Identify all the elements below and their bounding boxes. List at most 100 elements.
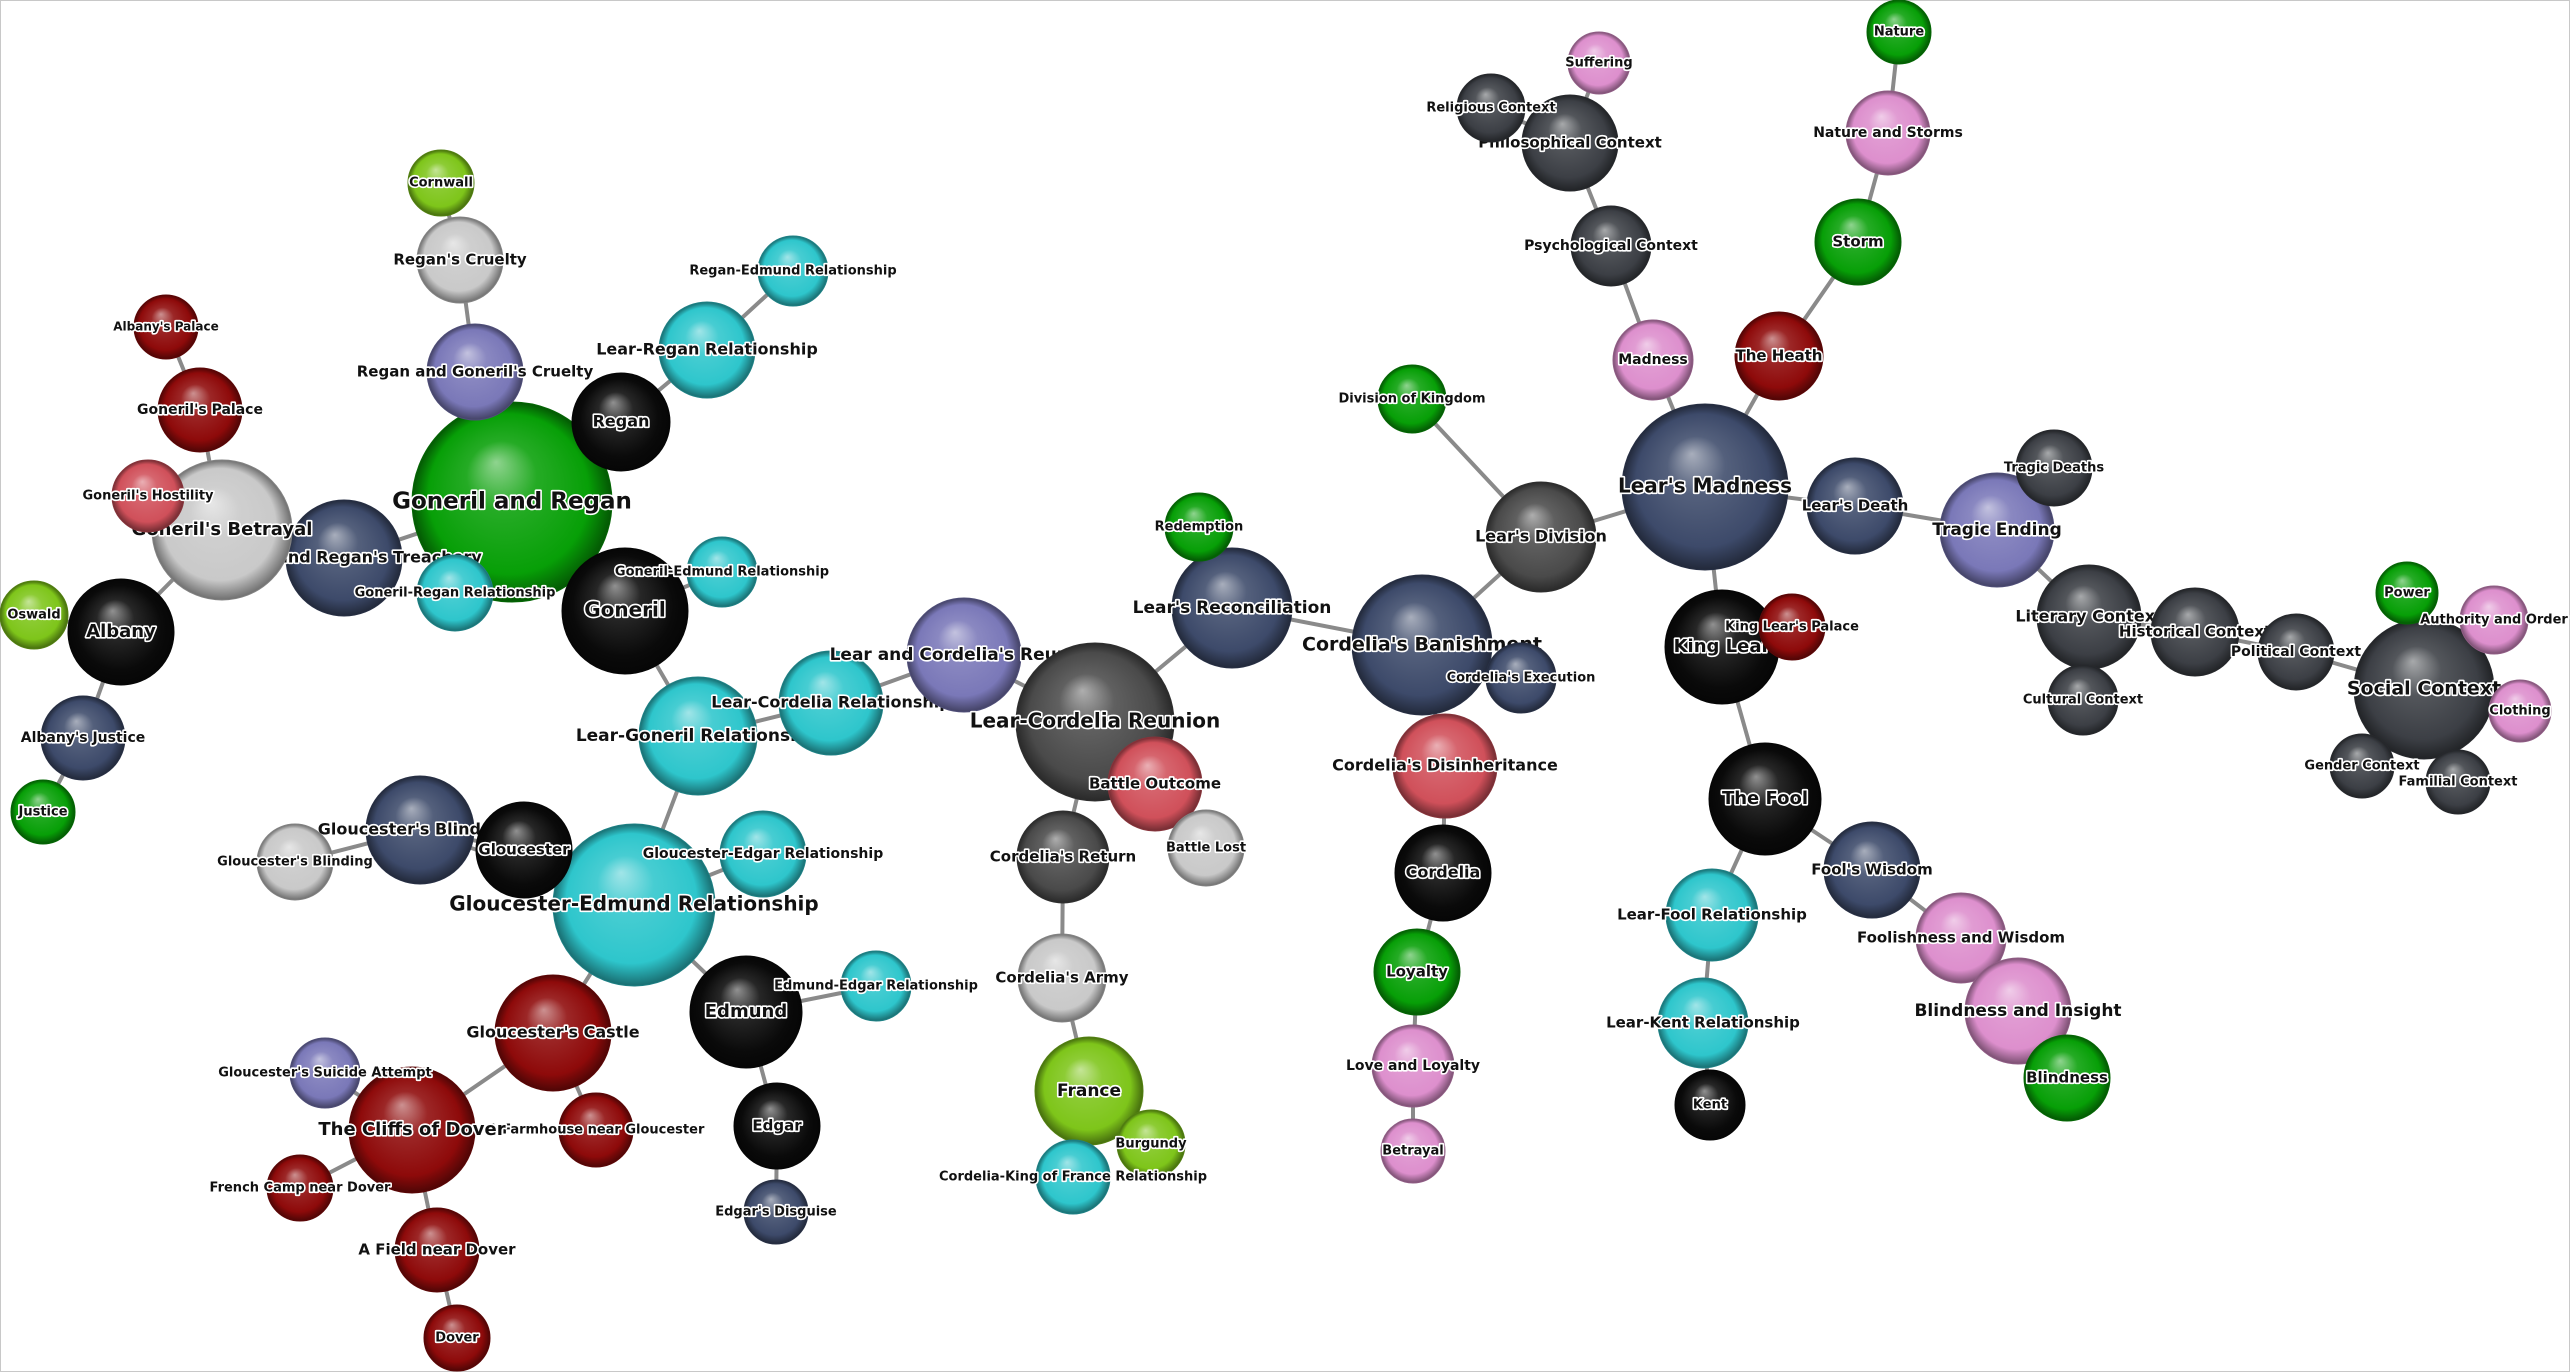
- node-bubble[interactable]: [111, 459, 185, 533]
- node-bubble[interactable]: [552, 823, 716, 987]
- node-cordelias-army[interactable]: Cordelia's Army: [994, 933, 1130, 1023]
- node-tragic-deaths[interactable]: Tragic Deaths: [2002, 429, 2106, 507]
- node-bubble[interactable]: [1035, 1139, 1111, 1215]
- node-gloucesters-blindness[interactable]: Gloucester's Blindness: [316, 775, 524, 885]
- node-gloucesters-blinding[interactable]: Gloucester's Blinding: [216, 823, 374, 901]
- node-bubble[interactable]: [1107, 736, 1203, 832]
- node-albanys-palace[interactable]: Albany's Palace: [112, 294, 220, 360]
- node-edmund-edgar-rel[interactable]: Edmund-Edgar Relationship: [772, 950, 980, 1022]
- node-bubble[interactable]: [1392, 713, 1498, 819]
- node-gonerils-hostility[interactable]: Goneril's Hostility: [81, 459, 216, 533]
- node-historical-context[interactable]: Historical Context: [2117, 587, 2273, 677]
- node-bubble[interactable]: [407, 149, 475, 217]
- node-bubble[interactable]: [10, 779, 76, 845]
- node-bubble[interactable]: [1845, 90, 1931, 176]
- node-cornwall[interactable]: Cornwall: [407, 149, 475, 217]
- node-bubble[interactable]: [1915, 892, 2007, 984]
- node-oswald[interactable]: Oswald: [0, 580, 69, 650]
- node-bubble[interactable]: [906, 597, 1022, 713]
- node-bubble[interactable]: [494, 974, 612, 1092]
- node-lears-death[interactable]: Lear's Death: [1800, 457, 1910, 555]
- node-regan[interactable]: Regan: [571, 372, 671, 472]
- node-lear-goneril-rel[interactable]: Lear-Goneril Relationship: [574, 676, 822, 796]
- node-cultural-context[interactable]: Cultural Context: [2021, 664, 2145, 736]
- node-cliffs-dover[interactable]: The Cliffs of Dover: [317, 1066, 507, 1194]
- node-psych-context[interactable]: Psychological Context: [1523, 205, 1700, 287]
- node-bubble[interactable]: [1373, 928, 1461, 1016]
- node-edgar[interactable]: Edgar: [733, 1082, 821, 1170]
- node-bubble[interactable]: [1016, 810, 1110, 904]
- node-bubble[interactable]: [1964, 957, 2072, 1065]
- node-battle-lost[interactable]: Battle Lost: [1164, 809, 1248, 887]
- node-regan-edmund-rel[interactable]: Regan-Edmund Relationship: [688, 235, 898, 307]
- node-bubble[interactable]: [2425, 749, 2491, 815]
- node-king-lears-palace[interactable]: King Lear's Palace: [1723, 593, 1861, 661]
- node-bubble[interactable]: [2459, 585, 2529, 655]
- node-bubble[interactable]: [689, 955, 803, 1069]
- node-nature-storms[interactable]: Nature and Storms: [1812, 90, 1964, 176]
- node-bubble[interactable]: [840, 950, 912, 1022]
- node-bubble[interactable]: [475, 801, 573, 899]
- node-bubble[interactable]: [0, 580, 69, 650]
- node-bubble[interactable]: [426, 323, 524, 421]
- node-dover[interactable]: Dover: [423, 1304, 491, 1372]
- node-love-loyalty[interactable]: Love and Loyalty: [1344, 1024, 1482, 1108]
- node-bubble[interactable]: [1674, 1069, 1746, 1141]
- node-bubble[interactable]: [1570, 205, 1652, 287]
- node-bubble[interactable]: [1665, 868, 1759, 962]
- node-bubble[interactable]: [1164, 492, 1234, 562]
- node-bubble[interactable]: [1377, 364, 1447, 434]
- node-literary-context[interactable]: Literary Context: [2014, 564, 2165, 670]
- node-edgars-disguise[interactable]: Edgar's Disguise: [714, 1179, 839, 1245]
- node-cordelias-disinheritance[interactable]: Cordelia's Disinheritance: [1331, 713, 1560, 819]
- node-bubble[interactable]: [1806, 457, 1904, 555]
- node-cordelias-banishment[interactable]: Cordelia's Banishment: [1300, 574, 1544, 716]
- node-bubble[interactable]: [1521, 94, 1619, 192]
- node-field-dover[interactable]: A Field near Dover: [357, 1207, 518, 1293]
- node-bubble[interactable]: [2375, 561, 2439, 625]
- node-edmund[interactable]: Edmund: [689, 955, 803, 1069]
- node-religious-context[interactable]: Religious Context: [1425, 73, 1557, 143]
- node-albany[interactable]: Albany: [67, 578, 175, 686]
- node-philo-context[interactable]: Philosophical Context: [1477, 94, 1663, 192]
- node-bubble[interactable]: [1380, 1118, 1446, 1184]
- node-tragic-ending[interactable]: Tragic Ending: [1931, 472, 2063, 588]
- node-bubble[interactable]: [2023, 1034, 2111, 1122]
- node-bubble[interactable]: [1823, 821, 1921, 919]
- node-bubble[interactable]: [638, 676, 758, 796]
- node-kent[interactable]: Kent: [1674, 1069, 1746, 1141]
- node-bubble[interactable]: [743, 1179, 809, 1245]
- node-bubble[interactable]: [2329, 733, 2395, 799]
- node-political-context[interactable]: Political Context: [2229, 613, 2363, 691]
- node-suffering[interactable]: Suffering: [1564, 31, 1634, 95]
- node-burgundy[interactable]: Burgundy: [1114, 1109, 1189, 1179]
- node-goneril-regan[interactable]: Goneril and Regan: [390, 401, 634, 603]
- node-bubble[interactable]: [1456, 73, 1526, 143]
- node-familial-context[interactable]: Familial Context: [2397, 749, 2519, 815]
- node-foolishness-wisdom[interactable]: Foolishness and Wisdom: [1855, 892, 2067, 984]
- node-goneril-regan-rel[interactable]: Goneril-Regan Relationship: [353, 554, 557, 632]
- node-bubble[interactable]: [2047, 664, 2119, 736]
- node-bubble[interactable]: [1171, 547, 1293, 669]
- node-bubble[interactable]: [1371, 1024, 1455, 1108]
- node-bubble[interactable]: [558, 1092, 634, 1168]
- node-bubble[interactable]: [2488, 679, 2552, 743]
- node-gloucesters-castle[interactable]: Gloucester's Castle: [465, 974, 641, 1092]
- node-blindness-insight[interactable]: Blindness and Insight: [1913, 957, 2123, 1065]
- node-division-kingdom[interactable]: Division of Kingdom: [1337, 364, 1487, 434]
- node-bubble[interactable]: [719, 810, 807, 898]
- node-bubble[interactable]: [1866, 0, 1932, 65]
- node-loyalty[interactable]: Loyalty: [1373, 928, 1461, 1016]
- node-bubble[interactable]: [1814, 198, 1902, 286]
- node-blindness[interactable]: Blindness: [2023, 1034, 2111, 1122]
- node-justice[interactable]: Justice: [10, 779, 76, 845]
- node-bubble[interactable]: [1939, 472, 2055, 588]
- node-clothing[interactable]: Clothing: [2488, 679, 2552, 743]
- node-bubble[interactable]: [157, 367, 243, 453]
- node-bubble[interactable]: [423, 1304, 491, 1372]
- node-authority-order[interactable]: Authority and Order: [2419, 585, 2570, 655]
- node-redemption[interactable]: Redemption: [1153, 492, 1245, 562]
- node-lear-fool-rel[interactable]: Lear-Fool Relationship: [1615, 868, 1809, 962]
- node-french-camp[interactable]: French Camp near Dover: [208, 1154, 393, 1222]
- node-storm[interactable]: Storm: [1814, 198, 1902, 286]
